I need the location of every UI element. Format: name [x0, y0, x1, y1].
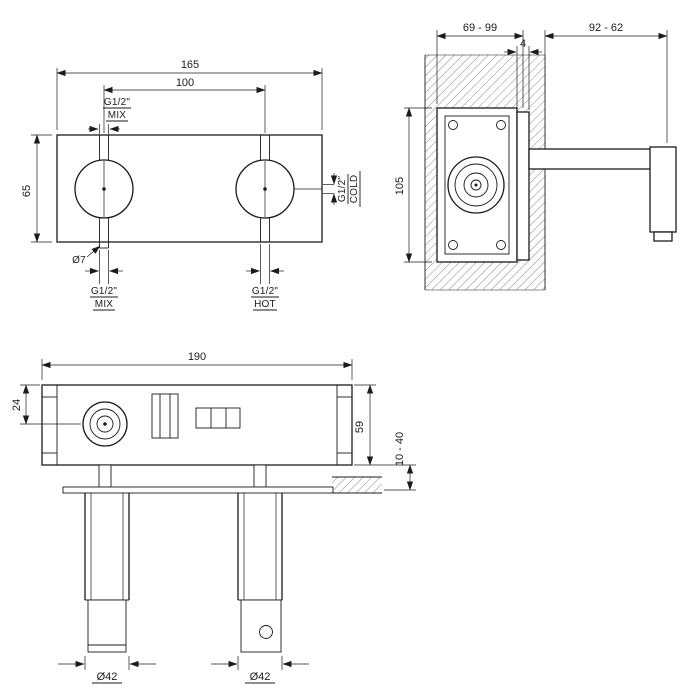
screw-top-right [496, 120, 506, 130]
dim-height: 65 [21, 134, 52, 243]
handle-side [649, 146, 677, 242]
rough-body [41, 384, 353, 466]
port-hot-thread-label: G1/2" [252, 286, 278, 297]
left-outlet-stub [98, 464, 112, 488]
left-pipe [84, 493, 130, 653]
port-top-name-label: MIX [108, 110, 127, 121]
dim-side-height: 105 [394, 107, 432, 263]
screw-bottom-right [496, 240, 506, 250]
dim-wall-range: 10 - 40 [384, 432, 416, 491]
wall-strip [332, 476, 382, 494]
dim-pipe-right: Ø42 [211, 656, 309, 684]
dim-top-offset-label: 24 [11, 399, 23, 411]
port-top-mix: G1/2" MIX [88, 97, 131, 134]
temp-stop-button [259, 625, 273, 639]
dim-projection-range-label: 92 - 62 [589, 22, 623, 34]
dim-height-label: 65 [21, 185, 33, 197]
terminal-block [195, 407, 241, 429]
port-bottom-mix-thread-label: G1/2" [91, 286, 117, 297]
dim-width-centers-label: 100 [176, 77, 194, 89]
dim-pipe-left: Ø42 [58, 656, 156, 684]
dim-depth-range: 69 - 99 [436, 22, 524, 108]
dim-body-height: 59 [354, 384, 416, 466]
dim-wall-range-label: 10 - 40 [394, 432, 406, 466]
dim-width-total: 165 [56, 59, 323, 130]
screw-bottom-left [448, 240, 458, 250]
spout-tube [528, 148, 660, 170]
dim-plate-thickness: 4 [504, 38, 542, 110]
dim-rough-width: 190 [41, 351, 353, 380]
rough-in-view: 190 24 [11, 351, 416, 684]
side-section-view: 69 - 99 4 92 - 62 105 [394, 22, 677, 291]
dim-side-height-label: 105 [394, 177, 406, 195]
right-handle [235, 135, 322, 242]
port-top-thread-label: G1/2" [104, 97, 130, 108]
left-handle [74, 135, 134, 249]
dim-top-offset: 24 [11, 384, 81, 425]
trim-plate-side [516, 111, 530, 261]
port-right-cold: G1/2" COLD [323, 171, 361, 207]
rough-in-box-side [436, 107, 518, 263]
plate-edge [62, 486, 334, 494]
right-outlet-stub [253, 464, 267, 488]
dim-pipe-right-label: Ø42 [250, 671, 271, 683]
port-cold-thread-label: G1/2" [337, 176, 348, 202]
dim-rough-width-label: 190 [188, 351, 206, 363]
screw-top-left [448, 120, 458, 130]
port-bottom-mix: G1/2" MIX [85, 250, 123, 311]
dim-body-height-label: 59 [354, 421, 366, 433]
right-pipe [237, 493, 283, 653]
port-hot-name-label: HOT [254, 299, 276, 310]
port-bottom-mix-name-label: MIX [95, 299, 114, 310]
dim-pipe-left-label: Ø42 [97, 671, 118, 683]
dim-depth-range-label: 69 - 99 [463, 22, 497, 34]
dim-pin: Ø7 [72, 245, 101, 266]
port-cold-name-label: COLD [349, 175, 360, 204]
front-view: 165 100 G1/2" MIX 65 Ø [21, 59, 361, 311]
dim-width-total-label: 165 [181, 59, 199, 71]
bracket-block [151, 393, 179, 439]
dim-width-centers: 100 [103, 77, 266, 133]
port-bottom-hot: G1/2" HOT [246, 244, 284, 311]
dim-pin-label: Ø7 [72, 255, 86, 266]
dim-projection-range: 92 - 62 [544, 22, 668, 143]
dim-plate-thickness-label: 4 [520, 38, 526, 50]
